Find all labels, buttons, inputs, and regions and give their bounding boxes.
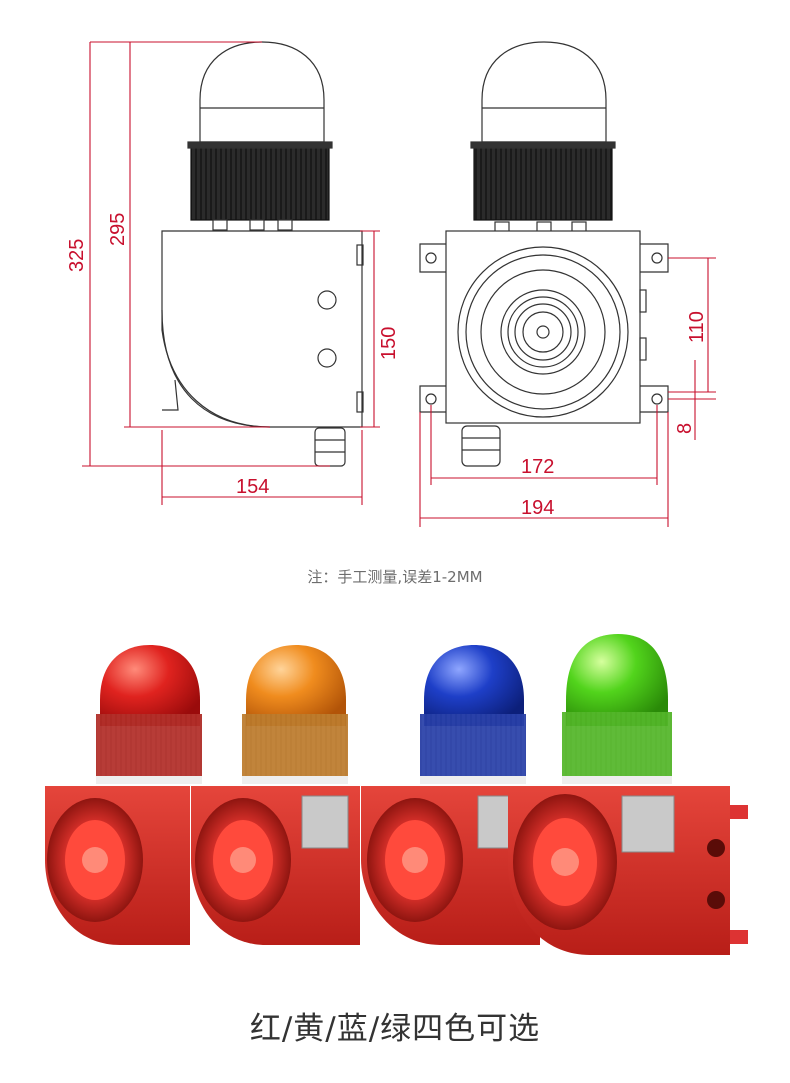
side-view-collar bbox=[190, 144, 330, 221]
front-view-mount-ear-bottom-right bbox=[640, 385, 669, 413]
side-view-knob-top bbox=[317, 290, 337, 310]
side-view-housing bbox=[161, 230, 363, 428]
dimension-150-label: 150 bbox=[378, 327, 400, 360]
dimension-172-label: 172 bbox=[521, 456, 554, 478]
front-view-housing bbox=[445, 230, 641, 424]
dimension-154-label: 154 bbox=[236, 476, 269, 498]
dimension-8-label: 8 bbox=[674, 423, 696, 434]
siren-unit-amber bbox=[191, 645, 360, 945]
side-view-dimension-lines bbox=[82, 41, 380, 505]
siren-unit-red bbox=[45, 645, 202, 945]
front-view-horn bbox=[457, 246, 629, 418]
dimension-110-label: 110 bbox=[686, 311, 708, 343]
measurement-note: 注：手工测量,误差1-2MM bbox=[307, 568, 483, 586]
front-view-dimension-lines bbox=[419, 257, 716, 527]
side-view-drawing bbox=[161, 41, 364, 467]
front-view-mount-ear-top-left bbox=[419, 243, 446, 273]
dimension-325-label: 325 bbox=[66, 239, 88, 272]
front-view-drawing bbox=[419, 41, 669, 467]
side-view-knob-bottom bbox=[317, 348, 337, 368]
front-view-mount-ear-top-right bbox=[640, 243, 669, 273]
front-view-collar bbox=[473, 144, 613, 221]
product-variants-photo bbox=[45, 634, 748, 955]
side-view-dome bbox=[199, 41, 325, 143]
front-view-cable-gland bbox=[461, 425, 501, 467]
dimension-295-label: 295 bbox=[107, 213, 129, 246]
side-view-cable-gland bbox=[314, 427, 346, 467]
siren-unit-blue bbox=[361, 645, 540, 945]
color-options-caption: 红/黄/蓝/绿四色可选 bbox=[249, 1011, 541, 1047]
front-view-mount-ear-bottom-left bbox=[419, 385, 446, 413]
siren-unit-green bbox=[508, 634, 748, 955]
front-view-dome bbox=[481, 41, 607, 143]
dimension-194-label: 194 bbox=[521, 497, 554, 519]
